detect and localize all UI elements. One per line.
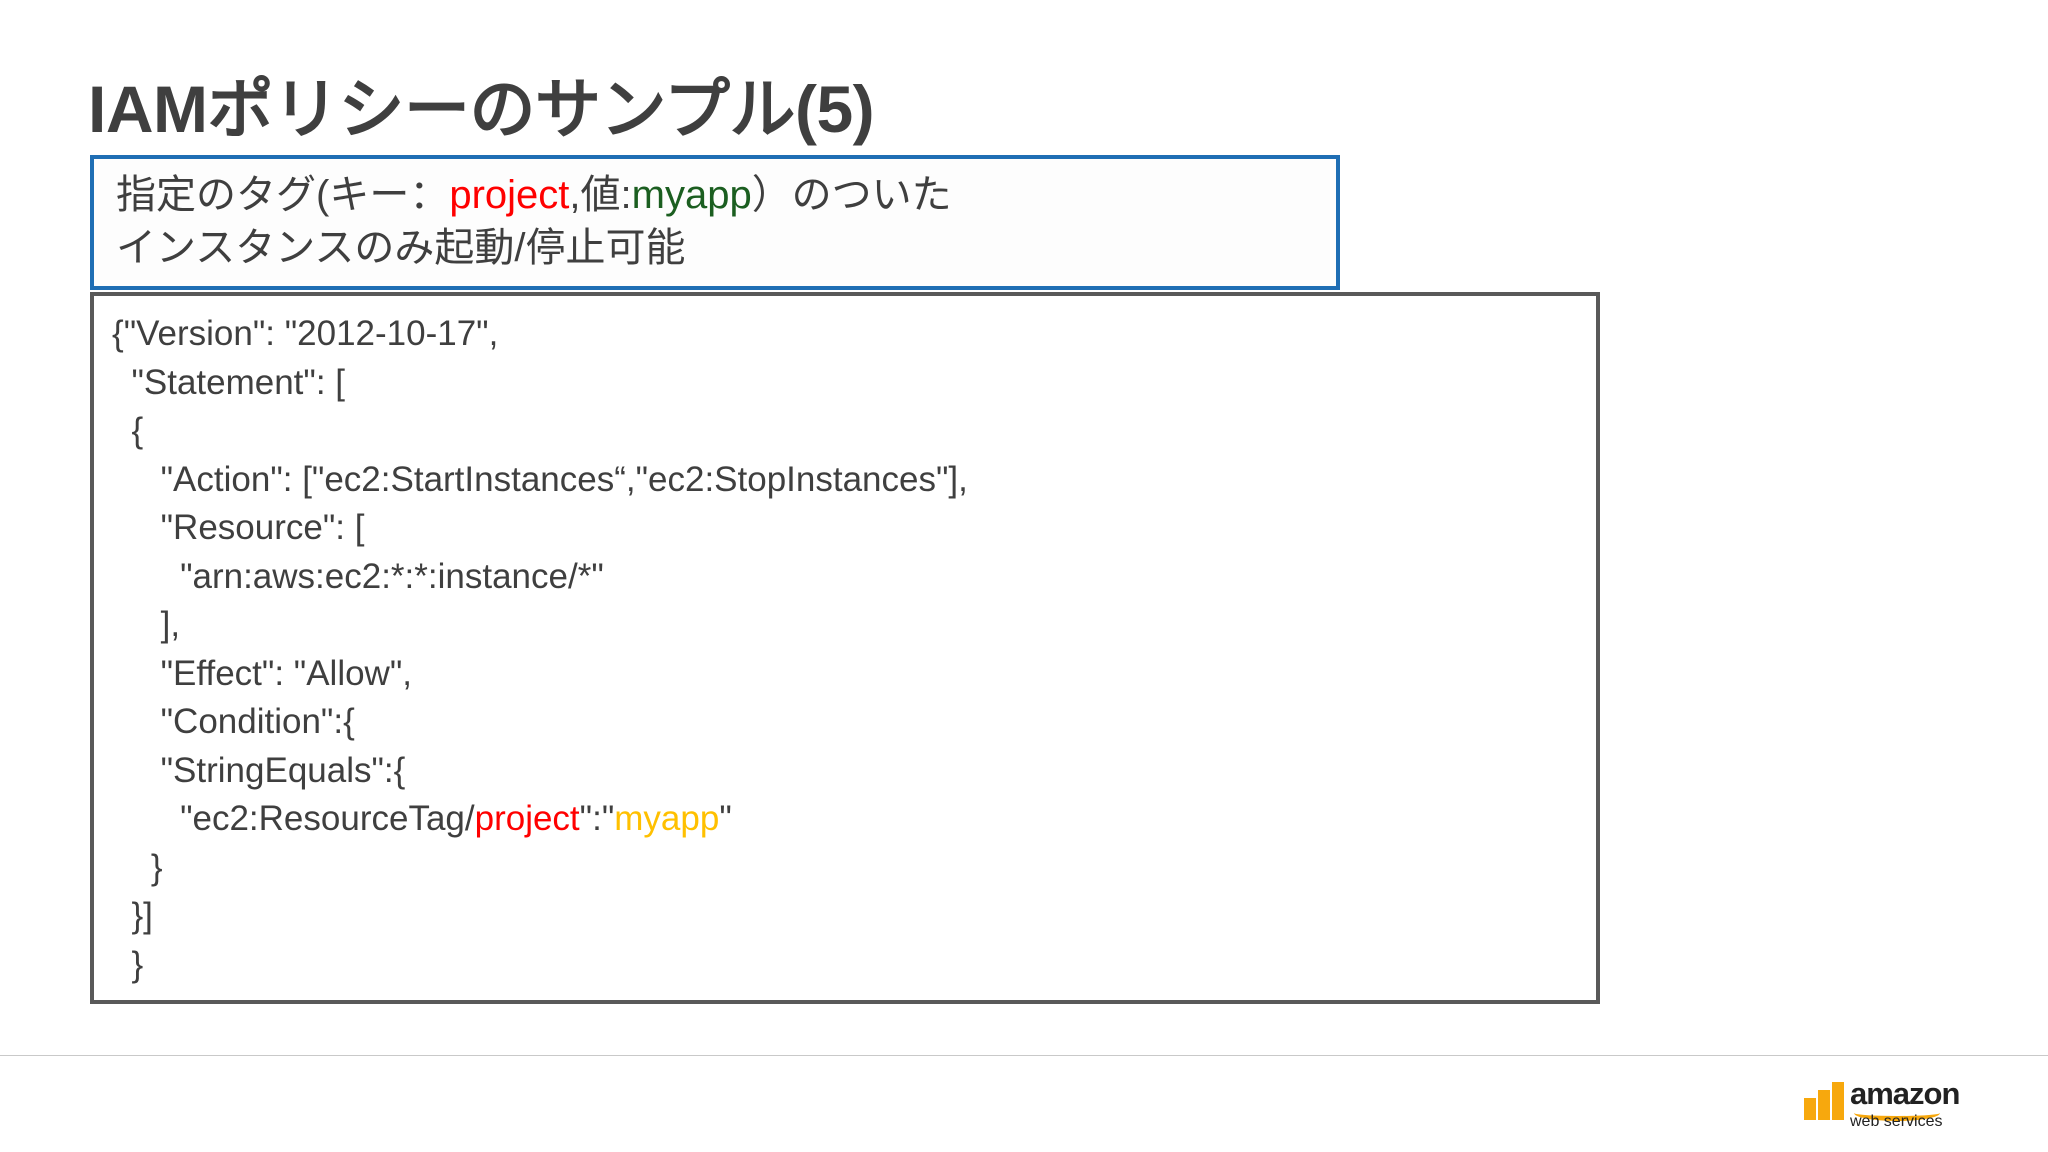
description-callout-box: 指定のタグ(キー：project,値:myapp）のついた インスタンスのみ起動… — [90, 155, 1340, 290]
resource-tag-value: myapp — [614, 799, 720, 838]
code-line: ], — [112, 605, 181, 644]
code-line: }] — [112, 896, 153, 935]
aws-logo: amazon web services — [1802, 1078, 1982, 1134]
description-line1-mid: ,値: — [569, 173, 632, 217]
description-line1-suffix: ）のついた — [751, 173, 952, 217]
page-title: IAMポリシーのサンプル(5) — [88, 72, 875, 147]
code-line: "Resource": [ — [112, 508, 365, 547]
description-line1-prefix: 指定のタグ(キー： — [116, 173, 450, 217]
resource-tag-mid: ":" — [579, 799, 615, 838]
code-line-resource-tag: "ec2:ResourceTag/project":"myapp" — [112, 795, 1596, 844]
description-tag-key: project — [449, 173, 570, 217]
code-line: "Action": ["ec2:StartInstances“,"ec2:Sto… — [112, 459, 968, 499]
code-line: "Condition":{ — [112, 702, 355, 741]
code-line: "Statement": [ — [112, 362, 346, 402]
code-line: { — [112, 411, 144, 450]
aws-cubes-icon — [1804, 1082, 1848, 1120]
resource-tag-prefix: "ec2:ResourceTag/ — [112, 799, 475, 838]
code-line: "arn:aws:ec2:*:*:instance/*" — [112, 556, 604, 596]
code-line: } — [112, 944, 144, 984]
policy-code-box: {"Version": "2012-10-17", "Statement": [… — [90, 292, 1600, 1004]
aws-wordmark: amazon — [1850, 1076, 1960, 1111]
aws-smile-icon — [1854, 1105, 1940, 1121]
description-line-2: インスタンスのみ起動/停止可能 — [116, 226, 686, 271]
resource-tag-key: project — [474, 799, 580, 838]
resource-tag-suffix: " — [719, 799, 732, 838]
code-line: } — [112, 847, 163, 887]
code-line: {"Version": "2012-10-17", — [112, 314, 499, 353]
footer-divider — [0, 1055, 2048, 1056]
description-tag-value: myapp — [631, 173, 752, 217]
code-line: "Effect": "Allow", — [112, 653, 412, 693]
aws-subwordmark: web services — [1850, 1113, 1943, 1130]
description-line-1: 指定のタグ(キー：project,値:myapp）のついた — [116, 169, 1336, 222]
code-line: "StringEquals":{ — [112, 750, 406, 790]
